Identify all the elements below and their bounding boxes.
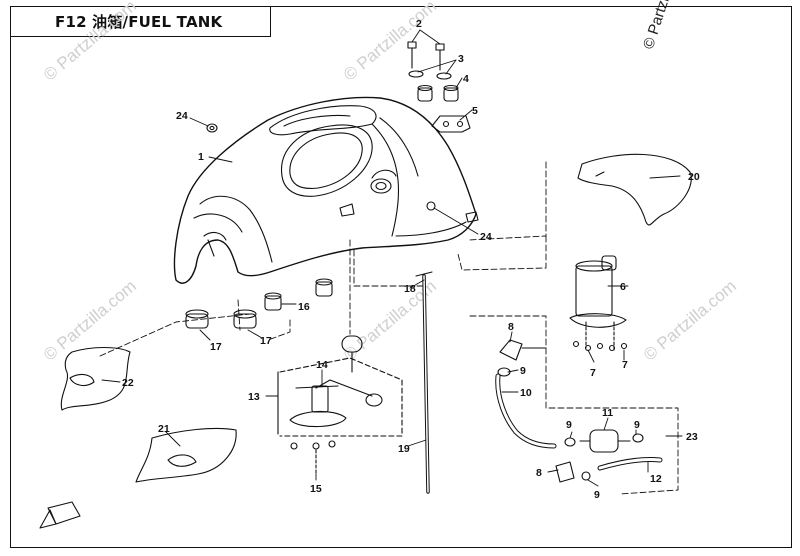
rubber-pad-16-left[interactable] [264, 292, 282, 311]
warning-label[interactable] [39, 501, 81, 529]
callout-12: 12 [650, 473, 662, 485]
vent-hose-19[interactable] [422, 274, 430, 494]
gasket-14[interactable] [295, 385, 339, 389]
connector-8-bottom[interactable] [555, 461, 591, 483]
diagram-title: F12 油箱/FUEL TANK [55, 13, 223, 31]
diagram-frame: F12 油箱/FUEL TANK [10, 6, 792, 548]
callout-19: 19 [398, 443, 410, 455]
callout-4: 4 [463, 73, 469, 85]
cover-20[interactable] [577, 153, 692, 226]
callout-20: 20 [688, 171, 700, 183]
callout-18: 18 [404, 283, 416, 295]
callout-8-bottom: 8 [536, 467, 542, 479]
rubber-pad-16-right[interactable] [315, 278, 333, 297]
callout-24-right: 24 [480, 231, 492, 243]
callout-6: 6 [620, 281, 626, 293]
connector-8-top[interactable] [499, 339, 547, 361]
screws-7[interactable] [572, 340, 628, 352]
hose-12[interactable] [597, 457, 663, 471]
collar-4-right[interactable] [443, 84, 459, 102]
pad-22[interactable] [60, 346, 131, 411]
callout-7-left: 7 [590, 367, 596, 379]
callout-2: 2 [416, 18, 422, 30]
callout-17-left: 17 [210, 341, 222, 353]
callout-21: 21 [158, 423, 170, 435]
grommet-24-top[interactable] [206, 123, 218, 133]
callout-23: 23 [686, 431, 698, 443]
fuel-level-sender-13[interactable] [277, 335, 403, 437]
washer-3-right[interactable] [436, 72, 452, 80]
bracket-5[interactable] [431, 115, 471, 133]
hose-10[interactable] [495, 373, 557, 449]
callout-17-right: 17 [260, 335, 272, 347]
clamp-9-mid[interactable] [564, 437, 576, 447]
callout-1: 1 [198, 151, 204, 163]
screws-15[interactable] [290, 440, 336, 475]
callout-14: 14 [316, 359, 328, 371]
callout-10: 10 [520, 387, 532, 399]
callout-9-top: 9 [520, 365, 526, 377]
callout-3: 3 [458, 53, 464, 65]
callout-11: 11 [602, 407, 613, 419]
washer-3-left[interactable] [408, 70, 424, 78]
callout-8-top: 8 [508, 321, 514, 333]
callout-7-right: 7 [622, 359, 628, 371]
callout-15: 15 [310, 483, 322, 495]
cushion-17-right[interactable] [233, 309, 257, 329]
callout-16: 16 [298, 301, 310, 313]
collar-4-left[interactable] [417, 84, 433, 102]
callout-9-right: 9 [634, 419, 640, 431]
callout-9-bottom: 9 [594, 489, 600, 501]
filter-11[interactable] [579, 429, 631, 453]
callout-22: 22 [122, 377, 134, 389]
title-box: F12 油箱/FUEL TANK [11, 7, 271, 37]
callout-9-mid: 9 [566, 419, 572, 431]
pad-21[interactable] [135, 427, 237, 483]
callout-13: 13 [248, 391, 260, 403]
clamp-9-right[interactable] [632, 433, 644, 443]
callout-24-top: 24 [176, 110, 188, 122]
fuel-tank[interactable] [173, 96, 479, 284]
bolt-2-left[interactable] [407, 41, 417, 69]
callout-5: 5 [472, 105, 478, 117]
fuel-pump-6[interactable] [569, 255, 627, 351]
clip-18[interactable] [415, 271, 433, 277]
